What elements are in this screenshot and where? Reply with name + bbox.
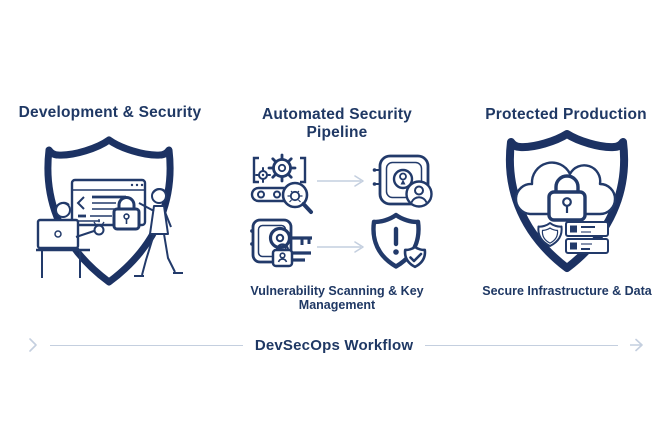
mini-shield-icon <box>537 222 563 247</box>
padlock-icon <box>547 174 587 222</box>
developer-at-desk-icon <box>36 201 105 278</box>
shield-alert-icon <box>368 212 430 278</box>
safe-key-icon <box>250 214 316 276</box>
developers-shield-illustration <box>28 134 218 312</box>
axis-line-right <box>425 344 618 346</box>
stage-caption-pipeline: Vulnerability Scanning & Key Management <box>250 284 424 312</box>
axis-line-left <box>50 344 243 346</box>
arrowhead-right-icon <box>630 338 643 352</box>
gear-scan-icon <box>250 148 316 216</box>
workflow-axis: DevSecOps Workflow <box>28 334 644 356</box>
chevron-right-icon <box>29 338 37 352</box>
cloud-lock-shield-illustration <box>492 128 642 278</box>
arrow-right-icon <box>316 240 370 254</box>
standing-developer-icon <box>134 188 183 277</box>
arrow-right-icon <box>316 174 370 188</box>
cloud-icon <box>514 161 617 216</box>
stage-caption-production: Secure Infrastructure & Data <box>482 284 652 298</box>
server-stack-icon <box>565 221 609 254</box>
vault-user-icon <box>372 150 436 214</box>
workflow-label: DevSecOps Workflow <box>254 336 414 354</box>
stage-title-development: Development & Security <box>18 104 202 121</box>
stage-title-production: Protected Production <box>485 106 647 123</box>
stage-title-pipeline: Automated Security Pipeline <box>261 106 413 141</box>
padlock-icon <box>112 196 141 231</box>
